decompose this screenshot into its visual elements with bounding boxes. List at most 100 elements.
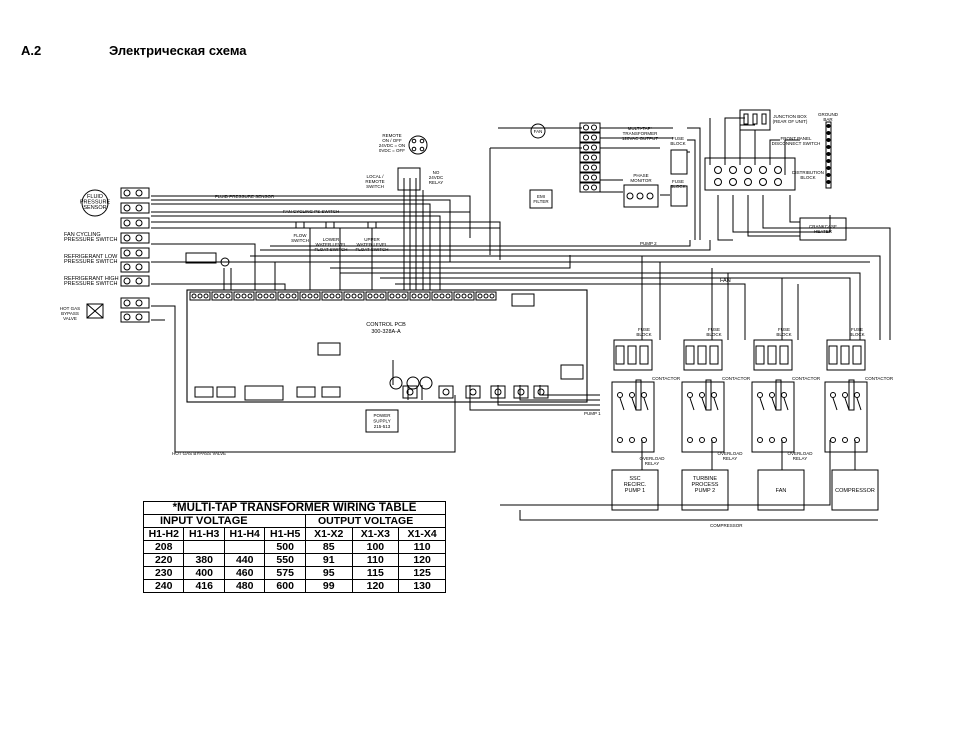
fan-cycling-switch-label: PRESSURE SWITCH — [64, 237, 118, 243]
wire — [151, 221, 501, 260]
table-cell: 125 — [398, 566, 446, 580]
hot-gas-valve-side-label: HOT GAS — [60, 306, 80, 311]
pcb-output-pin — [469, 388, 477, 396]
table-cell: 100 — [351, 540, 400, 554]
pcb-connector — [475, 291, 497, 301]
fuse-block-label: FUSE — [708, 327, 720, 332]
table-cell: 600 — [264, 579, 306, 593]
hot-gas-valve-side-label: BYPASS — [61, 311, 79, 316]
distribution-terminal — [774, 166, 782, 174]
contactor-contact — [854, 437, 860, 443]
terminal-screw — [123, 249, 131, 257]
lower-float-label: WATER LEVEL — [315, 242, 347, 247]
relay-label: RELAY — [429, 180, 443, 185]
motor-ssc-label: SSC — [629, 476, 640, 482]
contactor-box — [681, 381, 725, 453]
contactor-label: CONTACTOR — [792, 376, 821, 381]
local-remote-switch-label: LOCAL / — [366, 174, 384, 179]
motor-turbine-label: PROCESS — [692, 482, 719, 488]
transformer-wiring-table: *MULTI-TAP TRANSFORMER WIRING TABLE INPU… — [142, 501, 447, 593]
column-header: X1-X3 — [351, 527, 400, 541]
terminal-screw — [583, 164, 589, 171]
wire — [519, 510, 612, 521]
motor-box-ssc — [611, 469, 659, 511]
terminal-screw — [135, 299, 143, 307]
contactor-coil — [635, 379, 642, 411]
wire — [270, 240, 691, 247]
disconnect-switch-label: DISCONNECT SWITCH — [772, 141, 821, 146]
fluid-pressure-sensor-label: SENSOR — [83, 205, 106, 211]
wire — [330, 255, 571, 269]
terminal-screw — [123, 263, 131, 271]
pcb-output-connector — [402, 385, 418, 399]
remote-onoff-label: ON / OFF — [382, 138, 402, 143]
pcb-connector — [321, 291, 343, 301]
motor-box-compressor — [831, 469, 879, 511]
pcb-pin — [417, 293, 423, 299]
control-pcb-label: CONTROL PCB — [366, 322, 406, 328]
fuse-block-label: BLOCK — [636, 332, 651, 337]
fuse-block-label: BLOCK — [670, 141, 685, 146]
distribution-terminal — [729, 178, 737, 186]
terminal-screw — [135, 263, 143, 271]
pcb-pin — [197, 293, 203, 299]
contactor-contact — [641, 392, 647, 398]
transformer-label: MULTI-TAP* — [628, 126, 653, 131]
terminal-screw — [135, 219, 143, 227]
overload-relay-label: OVERLOAD — [787, 451, 813, 456]
contactor-contact — [757, 437, 763, 443]
overload-relay-label: OVERLOAD — [639, 456, 665, 461]
contactor-contact — [781, 392, 787, 398]
terminal-block — [120, 247, 150, 259]
terminal-screw — [591, 154, 597, 161]
pcb-connector — [277, 291, 299, 301]
pcb-pin — [357, 293, 363, 299]
fan-circle-label: FAN — [534, 129, 543, 134]
emi-filter-label: EMI — [537, 194, 545, 199]
terminal-screw — [583, 134, 589, 141]
distribution-terminal — [714, 166, 722, 174]
flow-switch-label: FLOW — [294, 233, 308, 238]
wire — [713, 397, 719, 411]
pcb-pin — [301, 293, 307, 299]
column-header: H1-H4 — [223, 527, 266, 541]
pcb-db-connector — [244, 385, 284, 401]
flow-switch-icon — [295, 221, 305, 229]
wire — [784, 139, 800, 175]
junction-box — [739, 109, 771, 131]
pcb-bottom-connector — [296, 386, 316, 398]
terminal-screw — [591, 164, 597, 171]
low-pressure-switch-label: PRESSURE SWITCH — [64, 259, 118, 265]
fuse-block-label: BLOCK — [670, 184, 685, 189]
terminal-screw — [135, 204, 143, 212]
pcb-pin — [213, 293, 219, 299]
connector-pin — [411, 146, 417, 152]
fan-circle-icon — [530, 123, 546, 139]
pcb-pin — [411, 293, 417, 299]
compressor-wire-label: COMPRESSOR — [710, 523, 743, 528]
pcb-pin — [307, 293, 313, 299]
wire — [724, 117, 745, 165]
emi-filter-label: FILTER — [533, 199, 549, 204]
pcb-pin — [279, 293, 285, 299]
contactor-contact — [854, 392, 860, 398]
connector-pin — [411, 138, 417, 144]
pcb-pin — [389, 293, 395, 299]
motor-ssc-label: PUMP 1 — [625, 488, 645, 494]
pcb-pin — [329, 293, 335, 299]
pcb-pin — [445, 293, 451, 299]
contactor-label: CONTACTOR — [652, 376, 681, 381]
motor-turbine-label: PUMP 2 — [695, 488, 715, 494]
wire — [717, 195, 733, 241]
float-switch-icon — [325, 221, 335, 229]
wire — [856, 397, 862, 411]
table-cell — [223, 540, 266, 554]
distribution-block-label: BLOCK — [800, 175, 815, 180]
power-supply-label: SUPPLY — [373, 419, 390, 424]
pcb-fuse-holder — [406, 376, 420, 390]
motor-box-turbine — [681, 469, 729, 511]
ground-bar-screw — [826, 180, 831, 184]
wire — [754, 129, 765, 165]
